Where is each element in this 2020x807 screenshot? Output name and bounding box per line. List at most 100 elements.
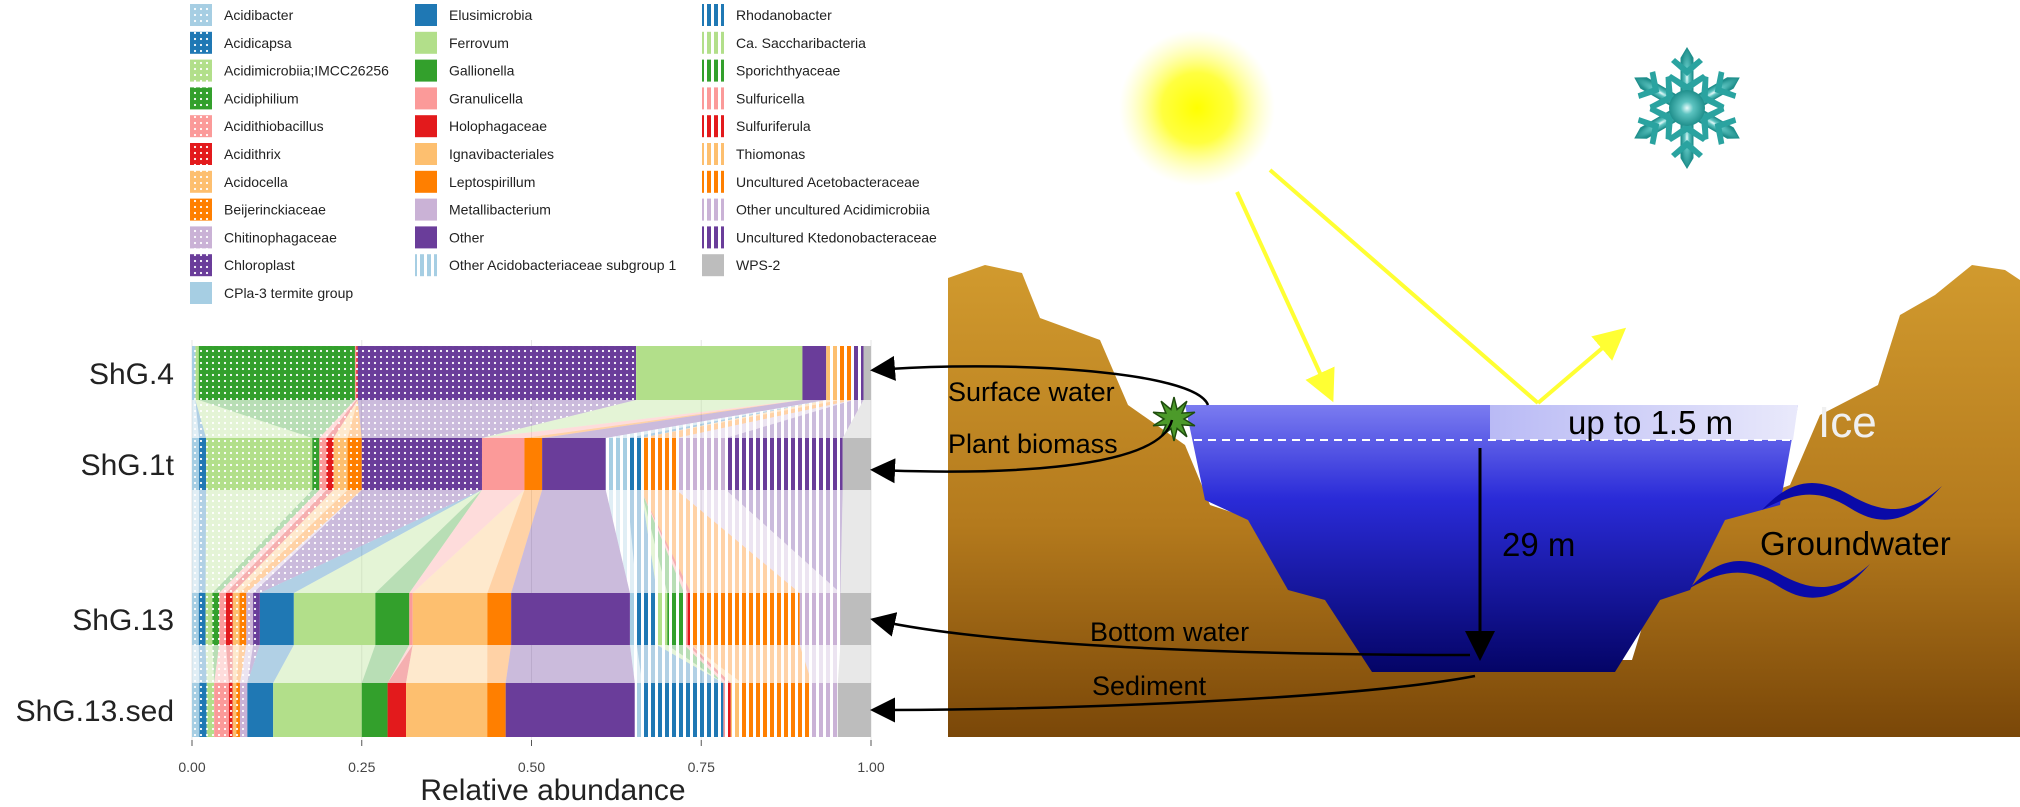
legend-swatch [190, 115, 212, 138]
legend-item: Other [415, 226, 484, 249]
legend-label: Uncultured Acetobacteraceae [736, 174, 920, 190]
legend-label: Rhodanobacter [736, 7, 832, 23]
flow-chitinophagaceae [246, 490, 362, 593]
flow-uncultured-acetobacteraceae [641, 490, 800, 593]
flow-uncultured-ktedonobacteraceae [726, 490, 843, 593]
bar-segment [228, 683, 233, 737]
flow-acidicapsa [198, 645, 207, 683]
ice-layer [1490, 405, 1798, 440]
bar-segment [357, 346, 637, 400]
legend-swatch [415, 143, 437, 165]
bar-segment [326, 438, 334, 490]
flow-rhodanobacter [626, 490, 658, 593]
legend-swatch [702, 170, 724, 193]
bar-segment [195, 346, 199, 400]
bar-segment [236, 683, 240, 737]
legend-swatch [702, 226, 724, 249]
legend-label: Ca. Saccharibacteria [736, 35, 866, 51]
flow-acidithrix [225, 490, 334, 593]
flow-other [542, 400, 827, 438]
legend-item: Thiomonas [702, 143, 805, 165]
flow-acidithiobacillus [319, 400, 357, 438]
legend-label: Sulfuricella [736, 90, 805, 106]
legend-swatch [190, 170, 212, 193]
legend-swatch [702, 143, 724, 165]
bar-segment [333, 438, 348, 490]
bar-segment [636, 593, 658, 645]
legend-label: Acidithiobacillus [224, 118, 324, 134]
bar-segment [259, 593, 294, 645]
flow-acidimicrobiia-imcc26256 [195, 400, 313, 438]
lake-water [1185, 405, 1798, 672]
flow-sulfuricella [684, 645, 728, 683]
bar-segment [842, 438, 871, 490]
x-tick-label: 0.50 [518, 759, 545, 775]
groundwater-wave-bottom [1690, 561, 1870, 598]
legend-item: Acidimicrobiia;IMCC26256 [190, 59, 389, 82]
flow-acidithiobacillus [219, 490, 327, 593]
legend-swatch [415, 226, 437, 249]
flow-ca-saccharibacteria [657, 645, 724, 683]
flow-other-uncultured-acidimicrobiia [676, 490, 841, 593]
bar-segment [726, 438, 843, 490]
bar-segment [811, 683, 838, 737]
arrow-sediment [870, 674, 1476, 723]
flow-granulicella [409, 490, 525, 593]
legend-swatch [190, 254, 212, 277]
bar-segment [247, 683, 274, 737]
bar-segment [684, 593, 688, 645]
bar-segment [641, 438, 677, 490]
flow-uncultured-ktedonobacteraceae [726, 400, 864, 438]
sun-ray [1235, 191, 1335, 403]
flow-wps-2 [840, 490, 871, 593]
bar-segment [667, 593, 685, 645]
arrow-surface-water [870, 355, 1210, 406]
bar-segment [214, 683, 229, 737]
legend-item: Uncultured Ktedonobacteraceae [702, 226, 937, 249]
flow-ferrovum [293, 490, 482, 593]
groundwater-wave-top [1762, 483, 1942, 520]
bar-segment [199, 683, 207, 737]
bar-segment [239, 683, 248, 737]
legend-item: Ca. Saccharibacteria [702, 31, 866, 54]
x-tick-label: 1.00 [857, 759, 884, 775]
flow-wps-2 [837, 645, 871, 683]
flow-other-uncultured-acidimicrobiia [676, 400, 854, 438]
legend-label: Acidicapsa [224, 35, 292, 51]
bar-segment [198, 346, 355, 400]
legend-swatch [415, 115, 437, 138]
bar-segment [542, 438, 606, 490]
flow-elusimicrobia [259, 490, 482, 593]
legend-swatch [190, 31, 212, 54]
sample-label: ShG.13.sed [16, 695, 174, 728]
flow-beijerinckiaceae [239, 490, 362, 593]
flow-ignavibacteriales [412, 490, 525, 593]
sun-icon [1119, 30, 1275, 186]
legend-label: Thiomonas [736, 146, 805, 162]
x-axis-title: Relative abundance [420, 774, 685, 807]
legend-item: Rhodanobacter [702, 4, 832, 26]
bar-segment [199, 438, 207, 490]
sample-label: ShG.1t [81, 449, 175, 482]
flow-thiomonas [691, 645, 742, 683]
bar-segment [629, 593, 637, 645]
bar-segment [642, 683, 724, 737]
bar-segment [799, 593, 841, 645]
flow-acidocella [232, 645, 240, 683]
legend-item: Acidocella [190, 170, 288, 193]
flow-acidiphilium [212, 490, 320, 593]
bar-segment [192, 438, 200, 490]
bar-segment [605, 438, 627, 490]
bar-segment [192, 683, 200, 737]
bar-segment [727, 683, 731, 737]
flow-other-acidobacteriaceae-subgroup-1 [605, 490, 637, 593]
legend-swatch [415, 87, 437, 110]
bar-segment [741, 683, 812, 737]
bar-segment [319, 438, 327, 490]
sample-label: ShG.13 [72, 604, 174, 637]
bar-segment [387, 683, 407, 737]
